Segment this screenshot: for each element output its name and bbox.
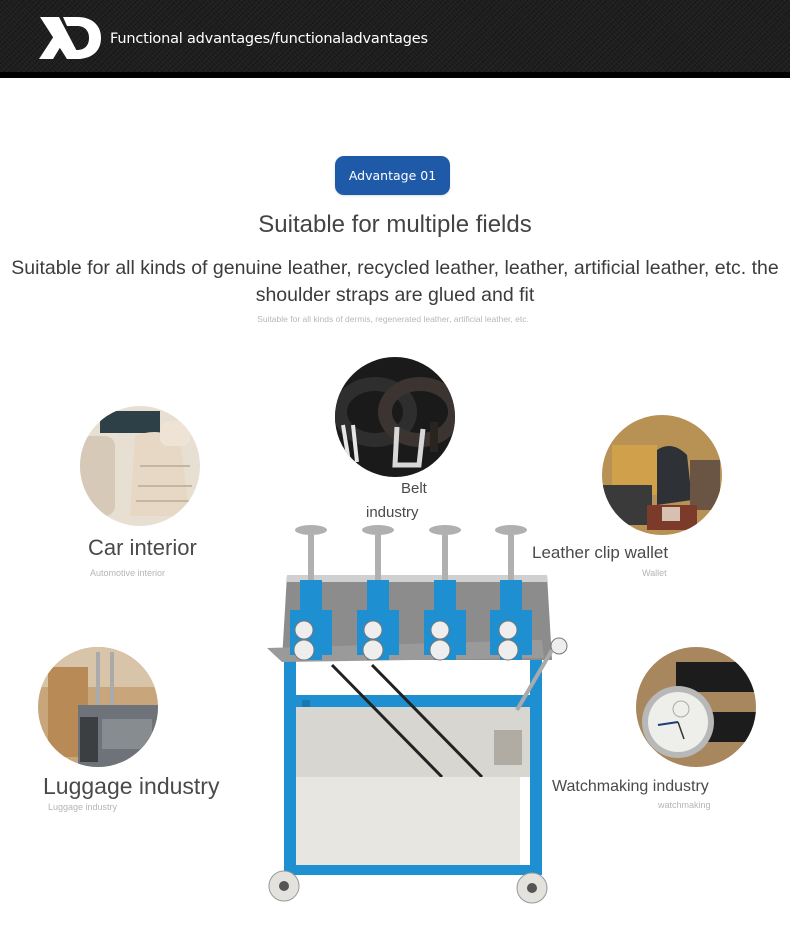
leather-clip-wallet-label: Leather clip wallet — [532, 543, 669, 562]
strap-gluing-machine-image — [262, 520, 572, 910]
advantage-badge: Advantage 01 — [335, 156, 450, 195]
belt-image — [335, 357, 455, 477]
subdescription: Suitable for all kinds of dermis, regene… — [257, 314, 529, 324]
leather-bags-image — [602, 415, 722, 535]
watchmaking-sublabel: watchmaking — [658, 800, 711, 810]
watch-image — [636, 647, 756, 767]
section-title: Functional advantages/functionaladvantag… — [110, 31, 428, 47]
luggage-industry-sublabel: Luggage industry — [48, 802, 118, 812]
divider — [0, 72, 790, 78]
belt-label-2: industry — [366, 504, 419, 521]
luggage-industry-label: Luggage industry — [43, 773, 220, 799]
car-seat-image — [80, 406, 200, 526]
car-interior-label: Car interior — [88, 535, 197, 560]
watchmaking-industry-label: Watchmaking industry — [552, 778, 709, 795]
description: Suitable for all kinds of genuine leathe… — [11, 257, 779, 306]
belt-label: Belt — [401, 480, 427, 497]
car-interior-sublabel: Automotive interior — [90, 568, 166, 578]
xd-logo-icon — [37, 14, 103, 62]
header-banner: Functional advantages/functionaladvantag… — [0, 0, 790, 78]
luggage-image — [38, 647, 158, 767]
page-title: Suitable for multiple fields — [258, 211, 532, 238]
wallet-sublabel: Wallet — [642, 568, 667, 578]
